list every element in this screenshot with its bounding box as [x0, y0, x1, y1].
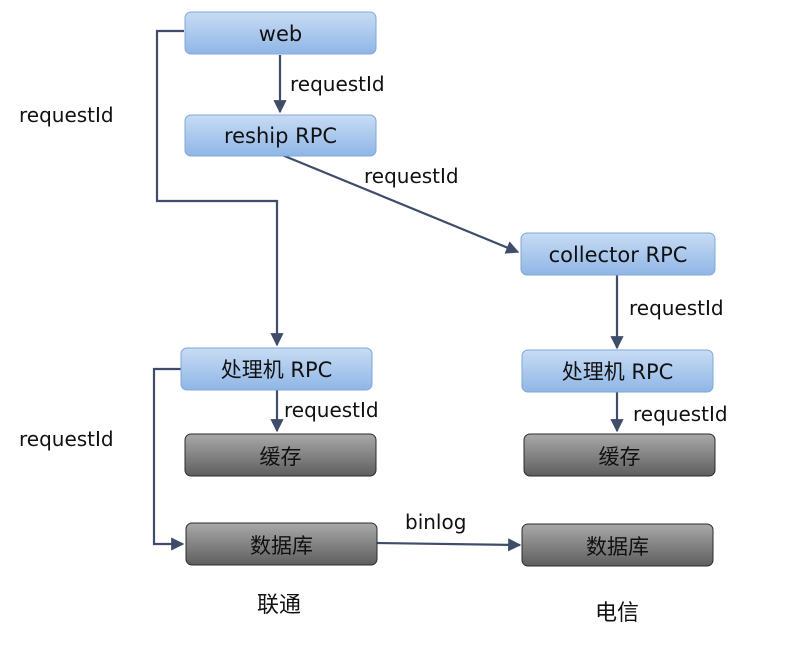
node-handler-rpc-right: 处理机 RPC	[521, 349, 714, 393]
node-handler-rpc-left: 处理机 RPC	[180, 347, 373, 391]
node-db-left-label: 数据库	[250, 534, 313, 558]
edge-web-to-handler-left	[155, 29, 284, 347]
node-cache-right-label: 缓存	[599, 445, 641, 469]
edge-label-handler-left-to-db: requestId	[19, 427, 114, 451]
node-cache-left: 缓存	[184, 433, 377, 477]
edge-handler-left-to-db	[152, 367, 185, 551]
node-web: web	[184, 11, 377, 55]
node-handler-rpc-left-label: 处理机 RPC	[221, 358, 333, 382]
edge-label-collector-to-handler-right: requestId	[629, 296, 724, 320]
node-handler-rpc-right-label: 处理机 RPC	[562, 360, 674, 384]
edge-label-reship-to-collector: requestId	[364, 164, 459, 188]
node-db-right: 数据库	[521, 523, 714, 567]
node-db-left: 数据库	[185, 522, 378, 566]
node-web-label: web	[259, 22, 302, 46]
node-collector-rpc-label: collector RPC	[549, 243, 688, 267]
edge-label-db-left-to-db-right: binlog	[405, 510, 466, 534]
node-db-right-label: 数据库	[586, 535, 649, 559]
node-cache-right: 缓存	[523, 433, 716, 477]
node-cache-left-label: 缓存	[260, 445, 302, 469]
edge-label-web-to-handler-left: requestId	[19, 103, 114, 127]
region-label-right: 电信	[595, 601, 639, 626]
edge-reship-to-collector	[281, 153, 520, 254]
edge-label-handler-right-to-cache: requestId	[633, 402, 728, 426]
node-reship-rpc: reship RPC	[184, 114, 377, 157]
edges	[152, 29, 624, 552]
region-label-left: 联通	[257, 593, 301, 618]
edge-label-handler-left-to-cache: requestId	[284, 398, 379, 422]
node-reship-rpc-label: reship RPC	[224, 124, 337, 148]
edge-db-left-to-db-right	[376, 538, 522, 552]
node-collector-rpc: collector RPC	[520, 232, 716, 276]
edge-label-web-to-reship: requestId	[290, 72, 385, 96]
